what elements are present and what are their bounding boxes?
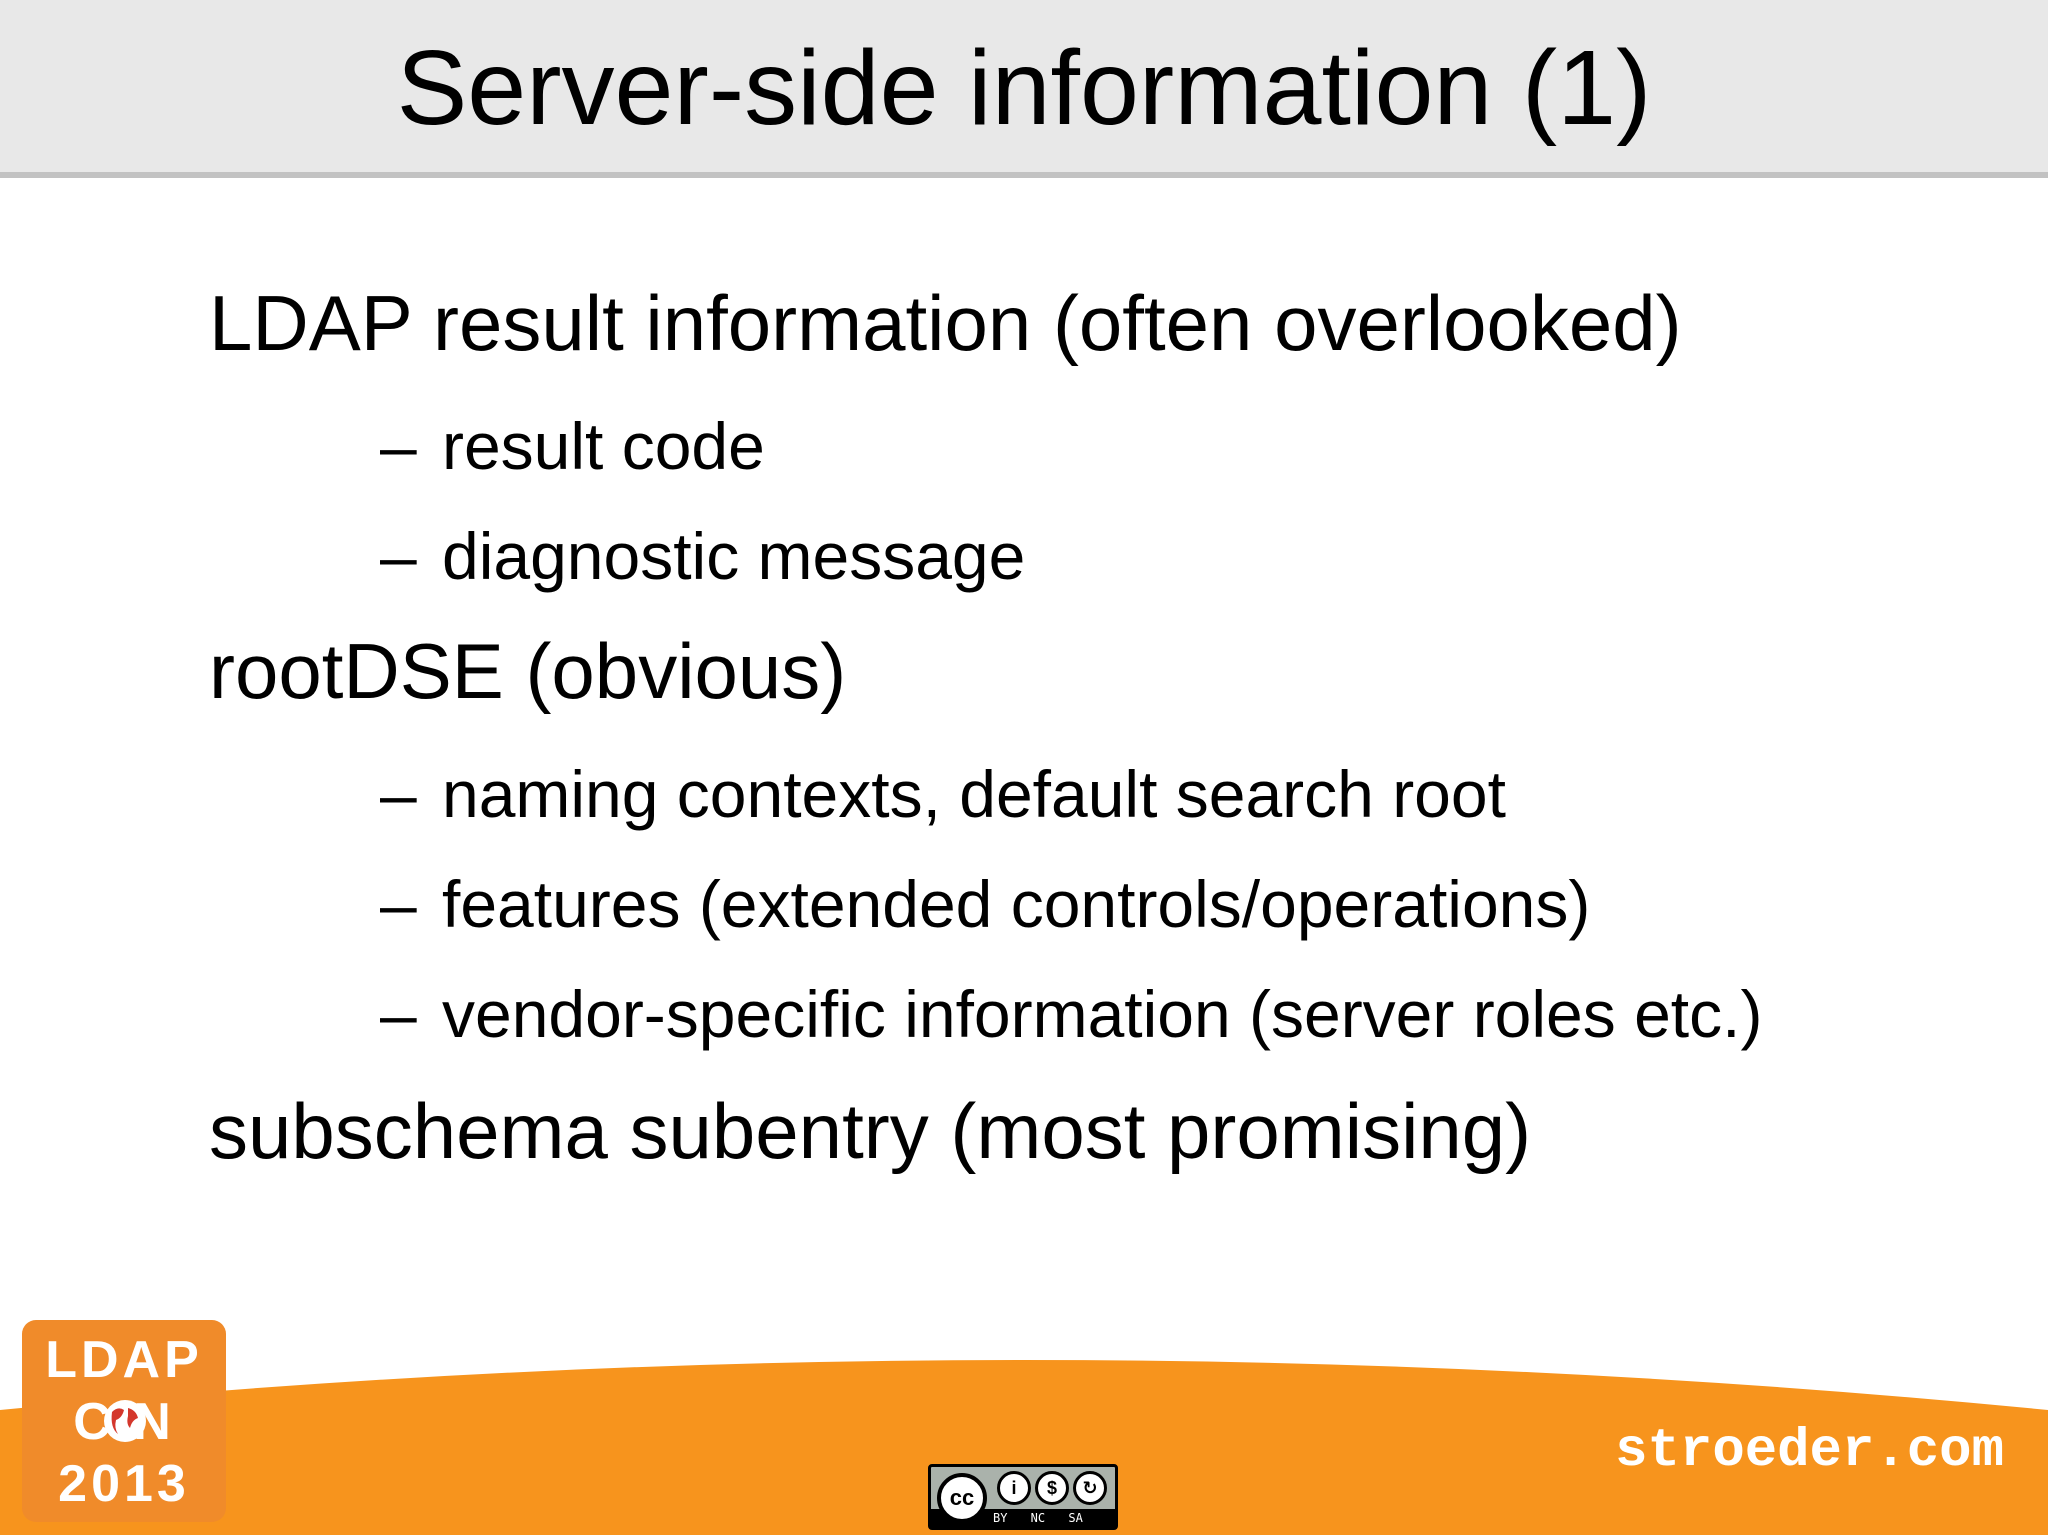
- slide-title: Server-side information (1): [396, 29, 1652, 147]
- bullet-rootdse: rootDSE (obvious): [209, 627, 847, 715]
- cc-license-labels: BY NC SA: [993, 1511, 1083, 1525]
- subbullet-features: –features (extended controls/operations): [380, 867, 1591, 941]
- subbullet-diagnostic-message: –diagnostic message: [380, 519, 1026, 593]
- dash-icon: –: [380, 867, 417, 941]
- subbullet-result-code: –result code: [380, 409, 765, 483]
- footer-url: stroeder.com: [1615, 1421, 2004, 1482]
- subbullet-naming-contexts: –naming contexts, default search root: [380, 757, 1506, 831]
- logo-line-1: LDAP: [45, 1331, 203, 1389]
- dash-icon: –: [380, 977, 417, 1051]
- bullet-ldap-result: LDAP result information (often overlooke…: [209, 279, 1682, 367]
- globe-icon: [104, 1400, 146, 1442]
- logo-line-3: 2013: [58, 1455, 190, 1513]
- dash-icon: –: [380, 519, 417, 593]
- nc-noncommercial-icon: $: [1035, 1471, 1069, 1505]
- ldapcon-logo: LDAP C N 2013: [22, 1320, 226, 1522]
- bullet-subschema: subschema subentry (most promising): [209, 1087, 1532, 1175]
- footer-orange-band: [0, 1360, 2048, 1535]
- slide-header: Server-side information (1): [0, 0, 2048, 178]
- sa-sharealike-icon: ↻: [1073, 1471, 1107, 1505]
- dash-icon: –: [380, 757, 417, 831]
- cc-icon: cc: [937, 1473, 987, 1523]
- subbullet-vendor-specific: –vendor-specific information (server rol…: [380, 977, 1763, 1051]
- dash-icon: –: [380, 409, 417, 483]
- by-attribution-icon: i: [997, 1471, 1031, 1505]
- cc-license-badge: cc i $ ↻ BY NC SA: [928, 1464, 1118, 1530]
